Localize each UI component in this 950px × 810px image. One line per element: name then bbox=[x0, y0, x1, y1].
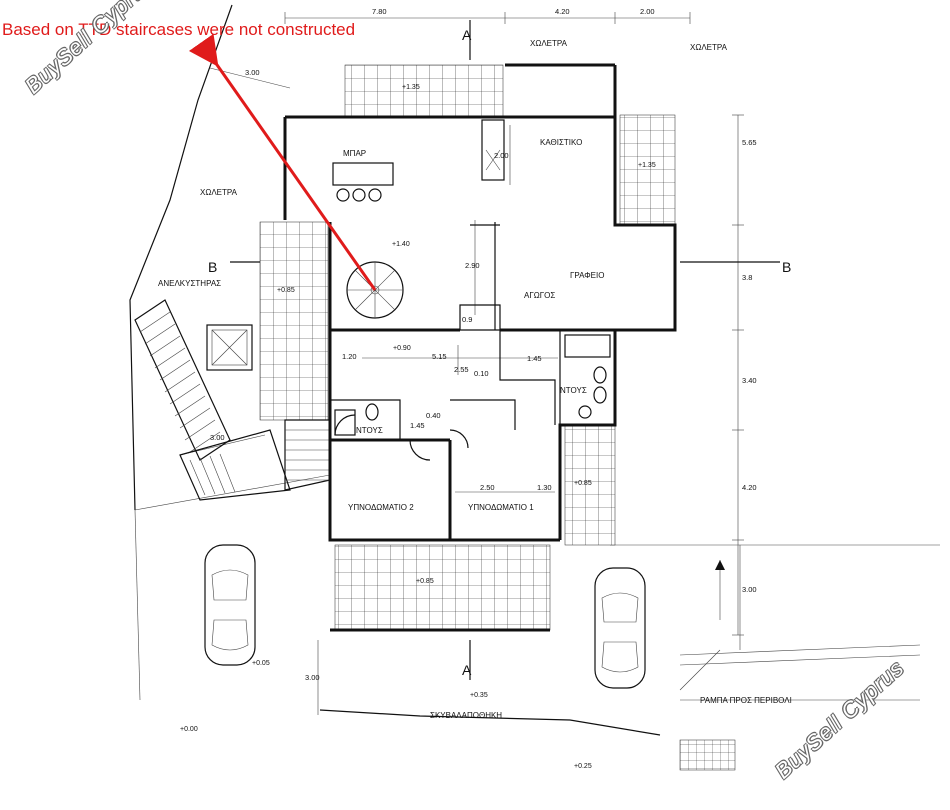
terraces bbox=[259, 64, 736, 771]
dim-hall-w: 1.20 bbox=[342, 352, 357, 361]
car-left bbox=[204, 544, 256, 666]
dim-kitchen-v: 2.00 bbox=[494, 151, 509, 160]
label-storage: ΣΚΥΒΑΛΑΠΟΘΗΚΗ bbox=[430, 711, 502, 720]
dim-top-2: 4.20 bbox=[555, 7, 570, 16]
section-a-bottom: A bbox=[462, 662, 472, 678]
dim-stair-bottom: 3.00 bbox=[210, 433, 225, 442]
dim-stair-top: 3.00 bbox=[245, 68, 260, 77]
dim-top-1: 7.80 bbox=[372, 7, 387, 16]
dim-corridor: 5.15 bbox=[432, 352, 447, 361]
section-lines bbox=[230, 20, 780, 680]
dim-right-5: 3.00 bbox=[742, 585, 757, 594]
dim-right-1: 5.65 bbox=[742, 138, 757, 147]
level-ground-left: +0.00 bbox=[180, 726, 198, 733]
room-office: ΓΡΑΦΕΙΟ bbox=[570, 271, 604, 280]
level-top-balcony: +1.35 bbox=[402, 84, 420, 91]
dim-c-right: 1.45 bbox=[527, 354, 542, 363]
dim-small-v: 0.9 bbox=[462, 315, 472, 324]
level-parking-left: +0.05 bbox=[252, 660, 270, 667]
room-living: ΚΑΘΙΣΤΙΚΟ bbox=[540, 138, 582, 147]
dim-c-gap: 0.10 bbox=[474, 369, 489, 378]
dim-right-3: 3.40 bbox=[742, 376, 757, 385]
left-terrace bbox=[259, 221, 329, 421]
elevator-shaft bbox=[206, 324, 253, 371]
bathroom-fixtures bbox=[334, 334, 611, 461]
external-stairs bbox=[134, 299, 331, 501]
dim-bath-v2: 0.40 bbox=[426, 411, 441, 420]
top-balcony bbox=[344, 64, 504, 118]
section-b-left: B bbox=[208, 259, 217, 275]
dim-bath-v1: 1.45 bbox=[410, 421, 425, 430]
car-right bbox=[594, 567, 646, 689]
level-left-terrace: +0.85 bbox=[277, 287, 295, 294]
dimension-lines bbox=[179, 12, 744, 715]
dim-mid-v: 2.90 bbox=[465, 261, 480, 270]
room-bedroom-2: ΥΠΝΟΔΩΜΑΤΙΟ 2 bbox=[348, 503, 414, 512]
right-balcony bbox=[619, 114, 676, 226]
walls bbox=[283, 63, 677, 632]
section-b-right: B bbox=[782, 259, 791, 275]
annotation-note: Based on TTD staircases were not constru… bbox=[2, 20, 356, 39]
dim-c-v: 2.55 bbox=[454, 365, 469, 374]
label-gutter-right: ΧΩΛΕΤΡΑ bbox=[690, 43, 728, 52]
dim-bed-w: 2.50 bbox=[480, 483, 495, 492]
dim-top-3: 2.00 bbox=[640, 7, 655, 16]
room-bedroom-1: ΥΠΝΟΔΩΜΑΤΙΟ 1 bbox=[468, 503, 534, 512]
label-duct: ΑΓΩΓΟΣ bbox=[524, 291, 555, 300]
level-front-terrace: +0.85 bbox=[416, 578, 434, 585]
room-shower-right: ΝΤΟΥΣ bbox=[560, 386, 587, 395]
storage-grid bbox=[679, 739, 736, 771]
level-storage: +0.25 bbox=[574, 763, 592, 770]
label-gutter-left: ΧΩΛΕΤΡΑ bbox=[200, 188, 238, 197]
level-hall: +0.90 bbox=[393, 345, 411, 352]
level-right-balcony: +1.35 bbox=[638, 162, 656, 169]
bar-furniture bbox=[332, 119, 505, 202]
room-shower-left: ΝΤΟΥΣ bbox=[356, 426, 383, 435]
room-bar: ΜΠΑΡ bbox=[343, 149, 366, 158]
front-terrace bbox=[334, 544, 551, 631]
level-right-terrace: +0.85 bbox=[574, 480, 592, 487]
site-boundary bbox=[129, 4, 940, 736]
dim-right-2: 3.8 bbox=[742, 273, 752, 282]
section-a-top: A bbox=[462, 27, 472, 43]
dim-right-4: 4.20 bbox=[742, 483, 757, 492]
spiral-stair bbox=[346, 261, 404, 319]
dim-bed-side: 1.30 bbox=[537, 483, 552, 492]
label-elevator: ΑΝΕΛΚΥΣΤΗΡΑΣ bbox=[158, 279, 221, 288]
level-entry: +0.35 bbox=[470, 692, 488, 699]
dim-parking: 3.00 bbox=[305, 673, 320, 682]
annotation-arrow bbox=[188, 33, 377, 291]
room-ramp: ΡΑΜΠΑ ΠΡΟΣ ΠΕΡΙΒΟΛΙ bbox=[700, 696, 792, 705]
level-living: +1.40 bbox=[392, 241, 410, 248]
label-gutter-top: ΧΩΛΕΤΡΑ bbox=[530, 39, 568, 48]
